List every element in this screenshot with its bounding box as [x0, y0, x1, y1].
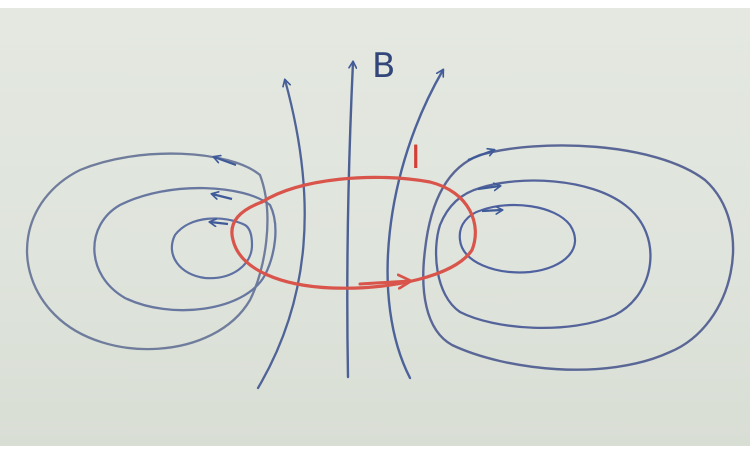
- right-field-loops: [422, 144, 735, 371]
- right-central-field-line: [386, 70, 443, 380]
- left-central-field-line: [256, 80, 306, 390]
- left-inner-arrow: [210, 222, 229, 224]
- left-outer-field-loop: [25, 152, 269, 351]
- left-middle-field-loop: [93, 186, 277, 312]
- paper-background: [0, 8, 750, 446]
- current-loop: [230, 175, 477, 290]
- center-field-line: [346, 62, 353, 379]
- left-middle-arrow: [212, 194, 233, 201]
- right-middle-arrow: [477, 186, 500, 189]
- right-middle-field-loop: [434, 179, 652, 330]
- left-inner-field-loop: [170, 217, 254, 280]
- central-field-lines: [256, 62, 443, 390]
- left-field-loops: [25, 152, 277, 351]
- current-direction-arrow: [358, 281, 410, 284]
- current-label: I: [411, 138, 420, 176]
- right-outer-field-loop: [422, 144, 735, 371]
- current-loop-group: [230, 175, 477, 290]
- magnetic-field-label: B: [372, 46, 395, 86]
- right-inner-field-loop: [458, 203, 577, 274]
- right-outer-arrow: [467, 150, 494, 162]
- right-inner-arrow: [481, 210, 502, 211]
- left-outer-arrow: [214, 157, 237, 167]
